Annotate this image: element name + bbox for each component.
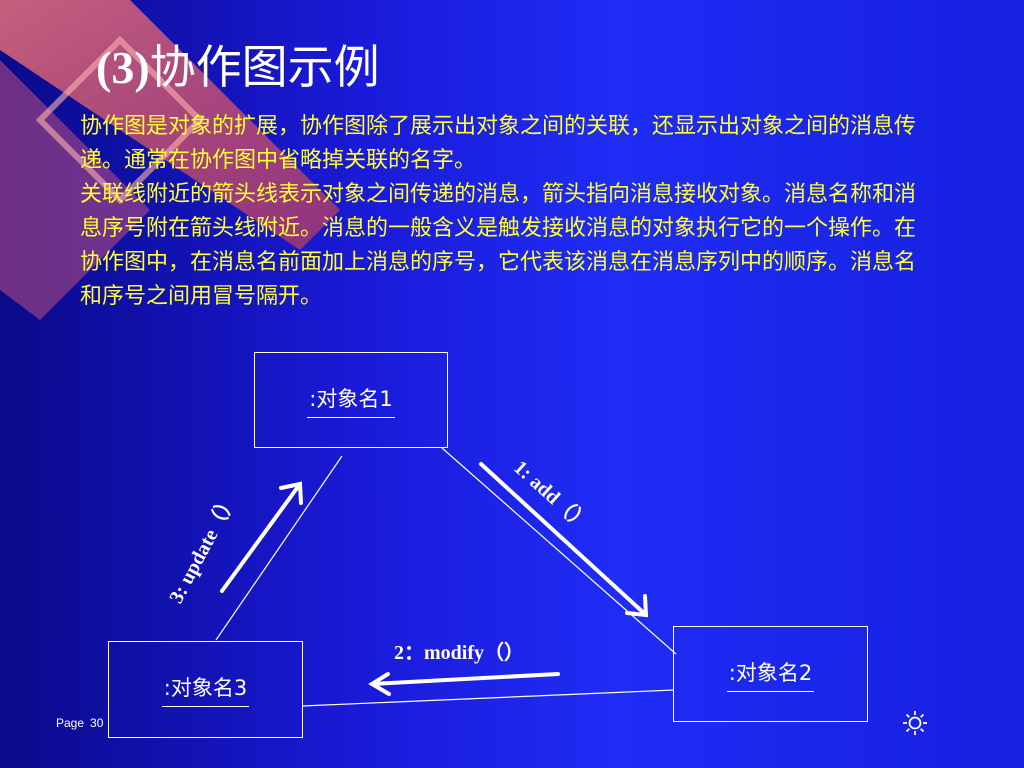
association-1-3 xyxy=(215,455,343,641)
message-arrow-update xyxy=(220,481,303,593)
page-label: Page xyxy=(56,716,85,730)
title-text: 协作图示例 xyxy=(149,40,380,94)
object-label-2: :对象名2 xyxy=(726,657,815,692)
association-1-2 xyxy=(441,447,677,655)
message-arrow-add xyxy=(479,462,649,618)
message-arrow-modify xyxy=(368,672,560,696)
description-text: 协作图是对象的扩展，协作图除了展示出对象之间的关联，还显示出对象之间的消息传递。… xyxy=(80,110,920,314)
slide-title: (3)协作图示例 xyxy=(96,38,380,97)
paragraph-2: 关联线附近的箭头线表示对象之间传递的消息，箭头指向消息接收对象。消息名称和消息序… xyxy=(80,182,917,309)
page-footer: Page 30 xyxy=(56,716,109,730)
message-label-modify: 2：modify（） xyxy=(394,642,524,664)
association-3-2 xyxy=(301,689,675,707)
object-label-3: :对象名3 xyxy=(161,672,250,707)
object-box-1[interactable]: :对象名1 xyxy=(254,352,448,448)
page-number: 30 xyxy=(90,716,104,730)
object-box-3[interactable]: :对象名3 xyxy=(108,641,303,738)
sun-icon[interactable] xyxy=(902,710,928,736)
title-number: (3) xyxy=(96,42,150,93)
object-label-1: :对象名1 xyxy=(307,383,395,418)
object-box-2[interactable]: :对象名2 xyxy=(673,626,868,722)
paragraph-1: 协作图是对象的扩展，协作图除了展示出对象之间的关联，还显示出对象之间的消息传递。… xyxy=(80,114,917,173)
